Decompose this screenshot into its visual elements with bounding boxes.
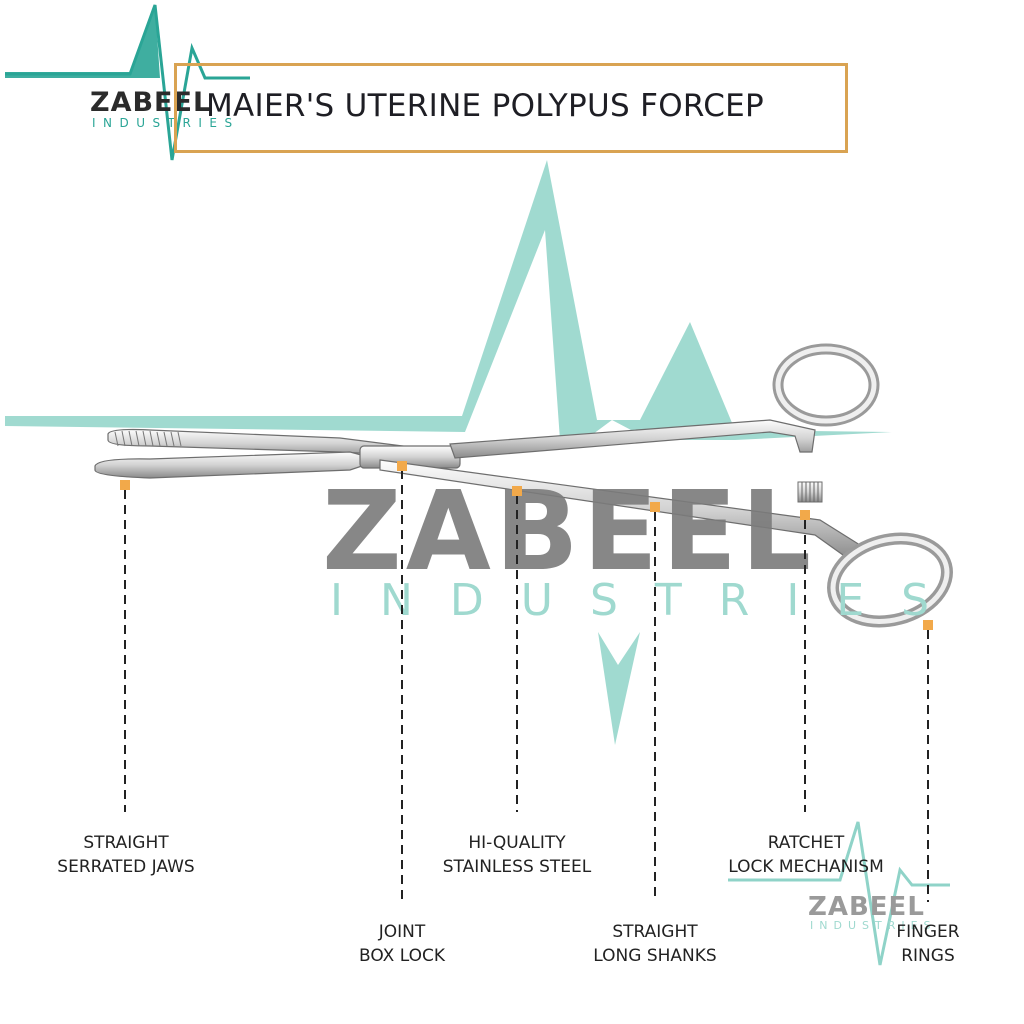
label-shanks-line1: STRAIGHT	[612, 922, 698, 942]
label-shanks: STRAIGHT LONG SHANKS	[535, 920, 775, 968]
watermark-brand-name: ZABEEL	[322, 467, 816, 595]
ratchet-teeth	[797, 481, 823, 503]
marker-rings	[923, 620, 933, 630]
page-title: MAIER'S UTERINE POLYPUS FORCEP	[206, 88, 765, 124]
marker-steel	[512, 486, 522, 496]
marker-joint	[397, 461, 407, 471]
label-jaws-line1: STRAIGHT	[83, 833, 169, 853]
upper-shank	[449, 419, 816, 459]
upper-serrations	[114, 430, 182, 447]
marker-shanks	[650, 502, 660, 512]
logo-br-brand-subtitle: INDUSTRIES	[810, 919, 937, 932]
label-joint-line1: JOINT	[378, 922, 426, 942]
label-rings-line1: FINGER	[896, 922, 960, 942]
logo-pulse-fill	[5, 5, 160, 78]
logo-brand-name: ZABEEL	[90, 87, 212, 118]
marker-ratchet	[800, 510, 810, 520]
logo-brand-subtitle: INDUSTRIES	[92, 116, 240, 130]
label-rings: FINGER RINGS	[808, 920, 1024, 968]
watermark-heartbeat-lower	[598, 632, 640, 745]
top-finger-ring-highlight	[775, 346, 877, 424]
marker-jaws	[120, 480, 130, 490]
label-joint: JOINT BOX LOCK	[282, 920, 522, 968]
label-rings-line2: RINGS	[901, 946, 955, 966]
bottom-finger-ring-highlight	[830, 536, 950, 624]
label-shanks-line2: LONG SHANKS	[593, 946, 717, 966]
label-ratchet-line2: LOCK MECHANISM	[728, 857, 884, 877]
label-jaws-line2: SERRATED JAWS	[57, 857, 195, 877]
label-steel: HI-QUALITY STAINLESS STEEL	[397, 831, 637, 879]
title-box	[174, 63, 848, 153]
label-jaws: STRAIGHT SERRATED JAWS	[6, 831, 246, 879]
label-joint-line2: BOX LOCK	[359, 946, 445, 966]
logo-br-brand-name: ZABEEL	[808, 892, 925, 922]
label-ratchet: RATCHET LOCK MECHANISM	[686, 831, 926, 879]
label-steel-line1: HI-QUALITY	[468, 833, 566, 853]
watermark-heartbeat-shape	[5, 160, 892, 440]
label-ratchet-line1: RATCHET	[767, 833, 845, 853]
label-steel-line2: STAINLESS STEEL	[442, 857, 592, 877]
watermark-brand-subtitle: INDUSTRIES	[330, 575, 967, 626]
logo-pulse-bottomright	[728, 821, 950, 966]
